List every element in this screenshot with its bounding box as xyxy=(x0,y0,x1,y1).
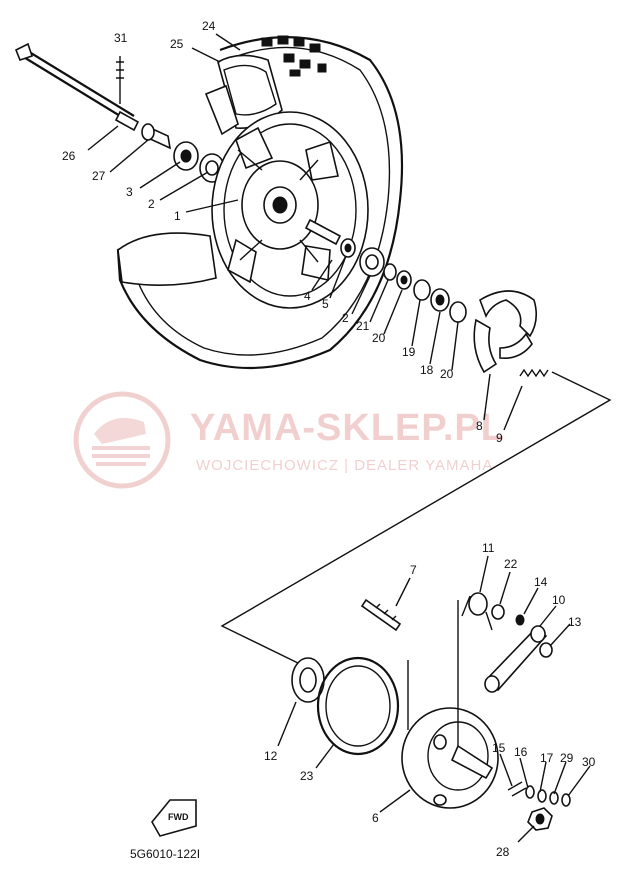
part-label-1: 1 xyxy=(174,209,181,223)
part-label-18: 18 xyxy=(420,363,434,377)
tire-tread xyxy=(261,35,327,77)
circlip xyxy=(383,263,397,281)
cotter-pin xyxy=(116,56,124,104)
part-label-25: 25 xyxy=(170,37,184,51)
part-label-16: 16 xyxy=(514,745,528,759)
spacer-right xyxy=(340,238,356,258)
inner-tube xyxy=(223,64,277,116)
part-label-20-b: 20 xyxy=(440,367,454,381)
watermark-dealer: WOJCIECHOWICZ | DEALER YAMAHA xyxy=(196,457,493,474)
watermark: YAMA-SKLEP.PL WOJCIECHOWICZ | DEALER YAM… xyxy=(73,391,505,489)
part-label-23: 23 xyxy=(300,769,314,783)
part-label-30: 30 xyxy=(582,755,596,769)
brake-shoe-plate xyxy=(401,600,499,809)
spacer-collar xyxy=(141,123,172,150)
oil-seal-right xyxy=(413,279,431,301)
part-label-7: 7 xyxy=(410,563,417,577)
bolt-14 xyxy=(515,614,525,626)
wheel-hub xyxy=(211,111,369,309)
oil-seal xyxy=(173,141,199,171)
part-label-28: 28 xyxy=(496,845,510,859)
part-label-12: 12 xyxy=(264,749,278,763)
part-label-26: 26 xyxy=(62,149,76,163)
part-label-11: 11 xyxy=(482,541,495,555)
bearing-right xyxy=(359,247,385,277)
part-label-3: 3 xyxy=(126,185,133,199)
assembly-connector-line xyxy=(220,371,612,665)
part-label-5: 5 xyxy=(322,297,329,311)
fwd-label: FWD xyxy=(168,812,189,822)
part-label-10: 10 xyxy=(552,593,566,607)
watermark-logo xyxy=(73,391,171,489)
brake-shoe-set xyxy=(473,290,538,374)
part-label-2-upper: 2 xyxy=(148,197,155,211)
part-label-20-a: 20 xyxy=(372,331,386,345)
axle-shaft xyxy=(14,42,140,132)
part-label-9: 9 xyxy=(496,431,503,445)
brake-cam-lever xyxy=(484,625,548,693)
brake-spring xyxy=(519,368,549,378)
part-label-4: 4 xyxy=(304,289,311,303)
gear xyxy=(430,288,450,312)
part-label-22: 22 xyxy=(504,557,518,571)
nut-13 xyxy=(539,642,553,658)
part-label-6: 6 xyxy=(372,811,379,825)
part-label-14: 14 xyxy=(534,575,548,589)
fwd-arrow-sticker: FWD xyxy=(151,799,197,837)
nut-28 xyxy=(527,807,553,831)
part-label-29: 29 xyxy=(560,751,574,765)
return-spring xyxy=(461,592,493,631)
part-label-8: 8 xyxy=(476,419,483,433)
washer-b xyxy=(449,301,467,323)
brake-drum-seal-23 xyxy=(316,656,400,756)
diagram-code: 5G6010-122I xyxy=(130,847,200,861)
brake-cam-shaft xyxy=(360,598,402,632)
part-label-27: 27 xyxy=(92,169,106,183)
washer-stack xyxy=(507,781,571,807)
part-label-31: 31 xyxy=(114,31,128,45)
part-label-2-lower: 2 xyxy=(342,311,349,325)
part-label-19: 19 xyxy=(402,345,416,359)
leader-lines xyxy=(87,33,591,843)
washer-a xyxy=(396,270,412,290)
part-label-21: 21 xyxy=(356,319,370,333)
washer-22 xyxy=(491,604,505,620)
watermark-brand: YAMA-SKLEP.PL xyxy=(190,407,505,449)
part-label-13: 13 xyxy=(568,615,582,629)
seal-12 xyxy=(291,657,325,703)
part-labels: 31 24 25 26 27 3 2 1 4 5 2 21 20 19 18 2… xyxy=(62,19,596,859)
part-label-17: 17 xyxy=(540,751,554,765)
part-label-15: 15 xyxy=(492,741,506,755)
part-label-24: 24 xyxy=(202,19,216,33)
